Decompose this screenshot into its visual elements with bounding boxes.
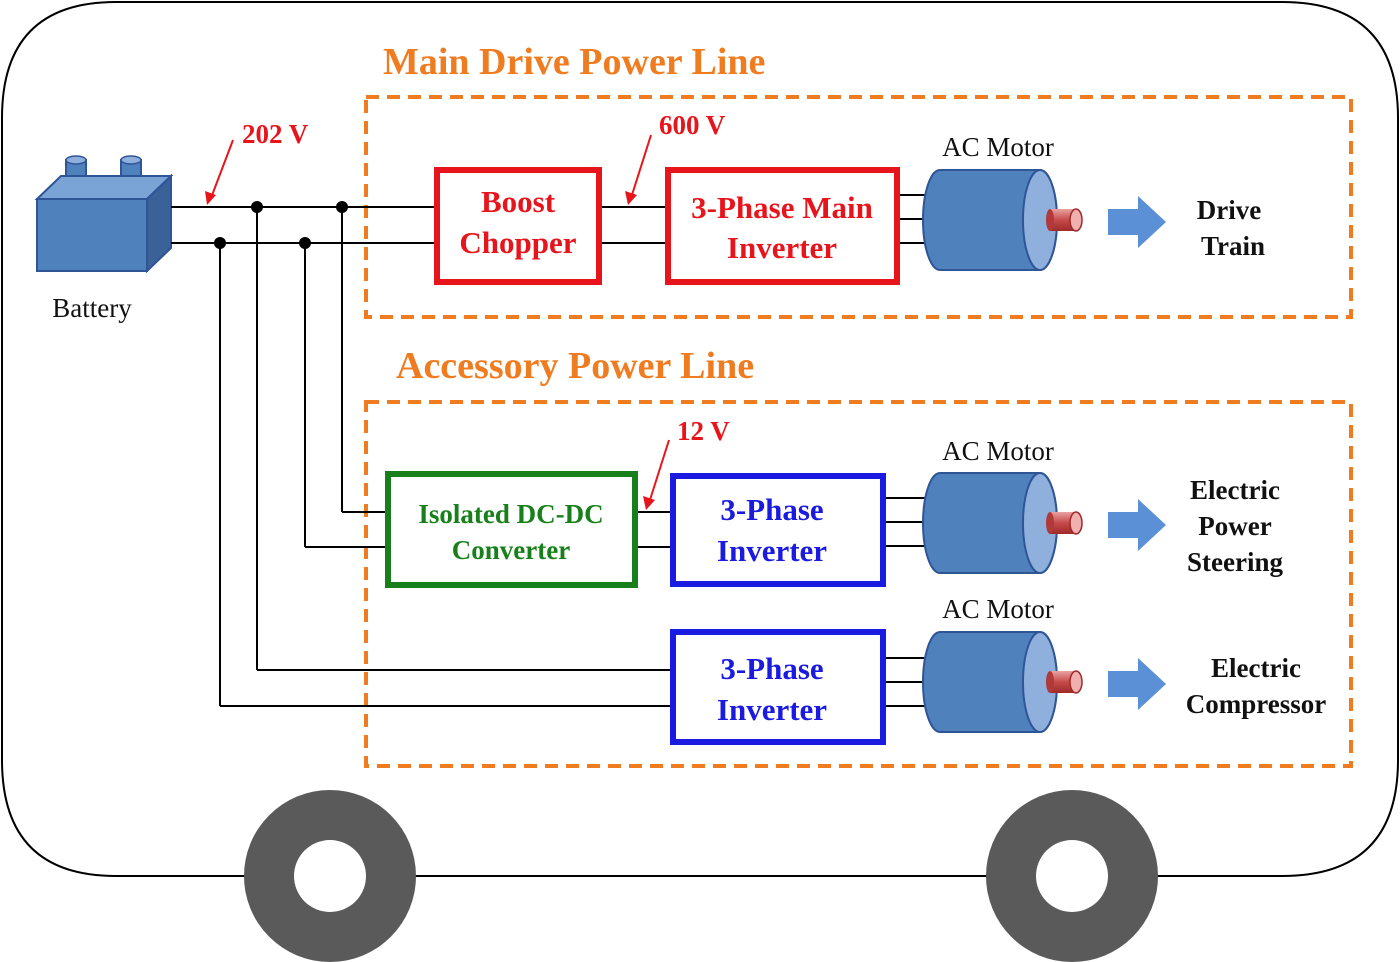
battery-label: Battery <box>52 293 132 323</box>
compressor-inverter-label-line2: Inverter <box>717 692 827 727</box>
main-inverter-label-line2: Inverter <box>727 230 837 265</box>
boost-chopper-label-line1: Boost <box>481 184 556 219</box>
wheel-left <box>244 790 416 962</box>
compressor-motor-icon <box>922 631 1083 733</box>
voltage-pointer-202 <box>205 139 234 205</box>
steering-motor-label: AC Motor <box>942 436 1054 466</box>
steering-inverter-block <box>670 473 886 587</box>
steering-motor-icon <box>922 472 1083 574</box>
voltage-pointer-600 <box>625 134 652 205</box>
compressor-label-line1: Electric <box>1211 653 1301 683</box>
drive-motor-icon <box>922 169 1083 271</box>
power-steering-label-line2: Power <box>1198 511 1271 541</box>
dcdc-converter-block <box>385 471 638 588</box>
main-drive-title: Main Drive Power Line <box>383 41 765 83</box>
battery-icon <box>34 155 174 274</box>
accessory-section-box <box>364 400 1353 768</box>
drive-motor-label: AC Motor <box>942 132 1054 162</box>
steering-inverter-label-line1: 3-Phase <box>720 492 823 527</box>
compressor-output-arrow-icon <box>1108 658 1166 710</box>
main-inverter-label-line1: 3-Phase Main <box>691 190 873 225</box>
drive-train-label-line1: Drive <box>1197 195 1261 225</box>
accessory-title: Accessory Power Line <box>396 345 754 387</box>
compressor-label-line2: Compressor <box>1186 689 1327 719</box>
drive-output-arrow-icon <box>1108 196 1166 248</box>
voltage-pointer-12 <box>643 439 670 510</box>
boost-chopper-label-line2: Chopper <box>459 225 576 260</box>
steering-inverter-label-line2: Inverter <box>717 533 827 568</box>
dcdc-converter-label-line2: Converter <box>452 535 570 565</box>
wheel-right <box>986 790 1158 962</box>
drive-train-label-line2: Train <box>1201 231 1265 261</box>
compressor-motor-label: AC Motor <box>942 594 1054 624</box>
compressor-inverter-block <box>670 629 886 745</box>
compressor-inverter-label-line1: 3-Phase <box>720 651 823 686</box>
dcdc-converter-label-line1: Isolated DC-DC <box>418 499 603 529</box>
steering-output-arrow-icon <box>1108 499 1166 551</box>
main-inverter-block <box>665 167 900 285</box>
power-steering-label-line3: Steering <box>1187 547 1283 577</box>
junction-dots <box>214 201 348 249</box>
dcdc-voltage-label: 12 V <box>677 416 730 446</box>
battery-voltage-label: 202 V <box>242 119 309 149</box>
boost-voltage-label: 600 V <box>659 110 726 140</box>
boost-chopper-block <box>434 167 602 285</box>
power-steering-label-line1: Electric <box>1190 475 1280 505</box>
